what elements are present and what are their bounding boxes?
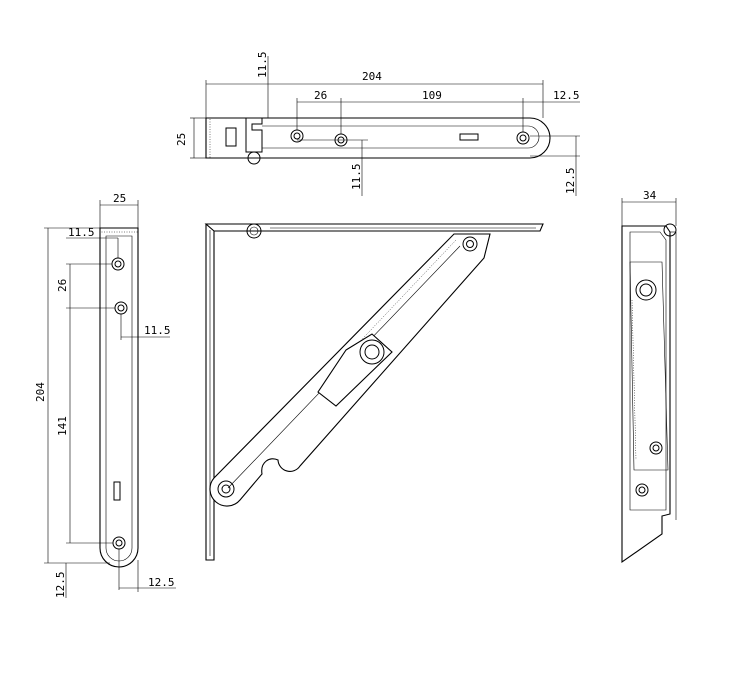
side-view-rect-slot xyxy=(113,481,121,501)
side-view-bar xyxy=(99,227,139,568)
front-view-knob xyxy=(359,339,385,365)
side-view: 25 11.5 204 26 11.5 141 12.5 12.5 xyxy=(34,192,176,598)
end-view-pin xyxy=(663,223,677,237)
side-dim-26: 26 xyxy=(56,279,69,292)
top-view-slot xyxy=(225,127,237,147)
side-dim-11-5-top: 11.5 xyxy=(68,226,95,239)
top-dim-26: 26 xyxy=(314,89,327,102)
end-view-brace xyxy=(629,261,669,471)
top-dim-11-5-upper: 11.5 xyxy=(256,52,269,79)
front-view-pivot-top xyxy=(462,236,478,252)
front-view-pivot-bottom xyxy=(217,480,235,498)
top-view-rect-slot xyxy=(459,133,479,141)
side-dim-12-5-bottom: 12.5 xyxy=(54,572,67,599)
side-dim-141: 141 xyxy=(56,416,69,436)
end-view: 34 xyxy=(621,189,677,564)
side-dim-11-5-hole: 11.5 xyxy=(144,324,171,337)
end-view-outer-plate xyxy=(621,225,671,564)
top-view-channel xyxy=(262,125,540,149)
top-view-hinge-pin xyxy=(247,151,261,165)
end-view-hole-1 xyxy=(649,441,663,455)
top-dim-12-5-right: 12.5 xyxy=(564,168,577,195)
front-view xyxy=(204,223,544,561)
side-dim-12-5-side: 12.5 xyxy=(148,576,175,589)
front-view-slider xyxy=(317,333,393,407)
end-view-hole-2 xyxy=(635,483,649,497)
top-dim-109: 109 xyxy=(422,89,442,102)
top-view: 204 26 109 12.5 25 11.5 11.5 12.5 xyxy=(175,52,580,196)
side-dim-25: 25 xyxy=(113,192,126,205)
front-view-horizontal-arm xyxy=(204,223,544,232)
end-view-inner-plate xyxy=(629,231,667,511)
top-dim-11-5-lower: 11.5 xyxy=(350,164,363,191)
side-view-channel xyxy=(105,235,133,562)
side-dim-204: 204 xyxy=(34,382,47,402)
end-view-knob xyxy=(635,279,657,301)
top-view-hinge xyxy=(245,118,263,153)
top-dim-25: 25 xyxy=(175,133,188,146)
top-dim-204: 204 xyxy=(362,70,382,83)
end-dim-34: 34 xyxy=(643,189,657,202)
front-view-hinge-pin xyxy=(246,223,262,239)
top-view-end-cap xyxy=(205,117,211,159)
side-view-end-cap xyxy=(99,227,139,233)
top-dim-12-5: 12.5 xyxy=(553,89,580,102)
